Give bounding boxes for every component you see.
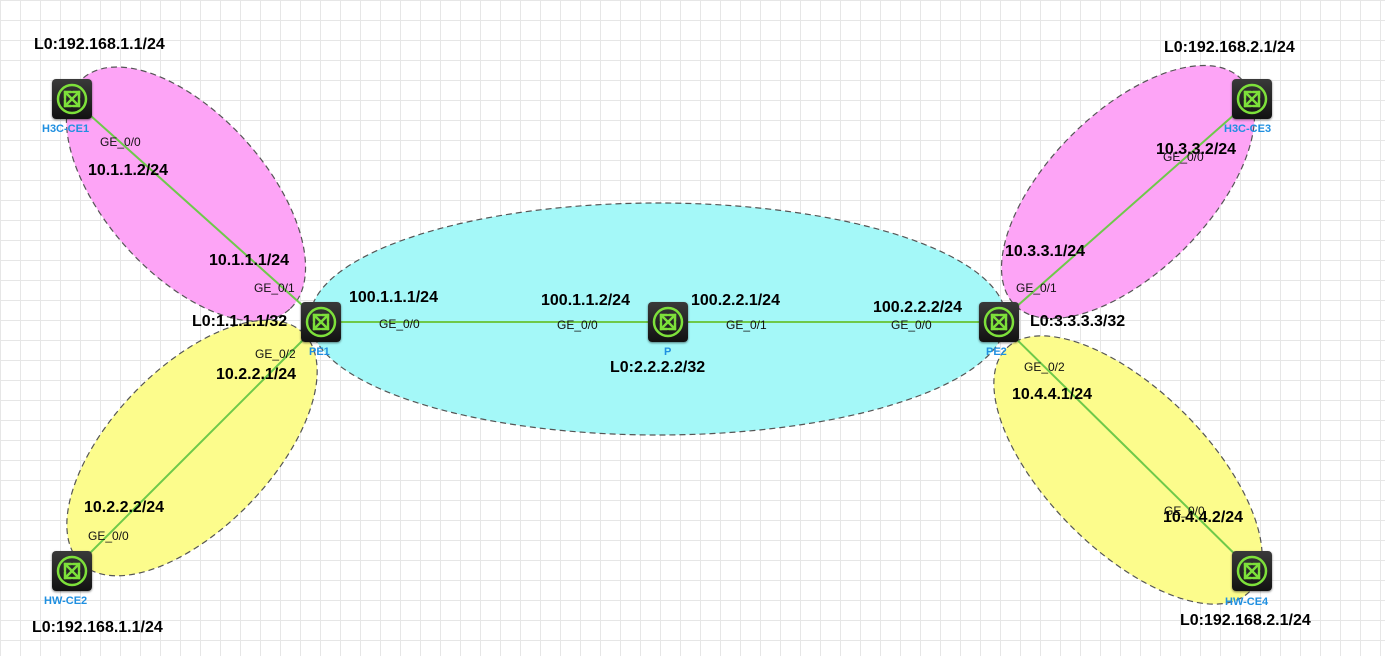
router-icon <box>56 83 88 115</box>
device-label-h3c-ce3: H3C-CE3 <box>1224 123 1272 135</box>
device-label-h3c-ce1: H3C-CE1 <box>42 123 90 135</box>
ip-label-pe2-g0: 100.2.2.2/24 <box>873 299 962 316</box>
ip-label-p-g1: 100.2.2.1/24 <box>691 292 780 309</box>
router-icon <box>305 306 337 338</box>
ip-label-ce2-g0: 10.2.2.2/24 <box>84 499 165 516</box>
device-label-hw-ce4: HW-CE4 <box>1225 596 1269 608</box>
router-icon <box>1236 83 1268 115</box>
router-icon <box>652 306 684 338</box>
router-icon <box>1236 555 1268 587</box>
ip-label-pe1-g2: 10.2.2.1/24 <box>216 366 297 383</box>
area-ce1-pe1 <box>65 66 307 322</box>
device-label-pe2: PE2 <box>986 346 1007 358</box>
device-label-p: P <box>664 346 672 358</box>
ip-label-p-g0: 100.1.1.2/24 <box>541 292 630 309</box>
loopback-label-ce1: L0:192.168.1.1/24 <box>34 36 165 53</box>
router-icon <box>983 306 1015 338</box>
router-icon <box>56 555 88 587</box>
loopback-label-ce3: L0:192.168.2.1/24 <box>1164 39 1295 56</box>
port-label-pe2-g0: GE_0/0 <box>891 318 932 332</box>
router-p[interactable] <box>648 302 688 342</box>
router-hw-ce2[interactable] <box>52 551 92 591</box>
port-label-pe1-g0: GE_0/0 <box>379 317 420 331</box>
router-pe2[interactable] <box>979 302 1019 342</box>
port-label-pe1-g1: GE_0/1 <box>254 281 295 295</box>
loopback-label-pe1: L0:1.1.1.1/32 <box>192 313 288 330</box>
port-label-ce3-g0: GE_0/0 <box>1163 150 1204 164</box>
loopback-label-p: L0:2.2.2.2/32 <box>610 359 706 376</box>
router-h3c-ce3[interactable] <box>1232 79 1272 119</box>
ip-label-ce4-g0: 10.4.4.2/24 <box>1163 509 1244 526</box>
router-pe1[interactable] <box>301 302 341 342</box>
link-ce2-pe1[interactable] <box>71 321 322 572</box>
port-label-pe1-g2: GE_0/2 <box>255 347 296 361</box>
ip-label-pe2-g1: 10.3.3.1/24 <box>1005 243 1086 260</box>
ip-label-ce3-g0: 10.3.3.2/24 <box>1156 141 1237 158</box>
port-label-pe2-g1: GE_0/1 <box>1016 281 1057 295</box>
loopback-label-ce2: L0:192.168.1.1/24 <box>32 619 163 636</box>
port-label-ce4-g0: GE_0/0 <box>1164 504 1205 518</box>
area-ce3-pe2 <box>1000 64 1256 320</box>
loopback-label-pe2: L0:3.3.3.3/32 <box>1030 313 1126 330</box>
router-hw-ce4[interactable] <box>1232 551 1272 591</box>
ip-label-pe2-g2: 10.4.4.1/24 <box>1012 386 1093 403</box>
port-label-ce1-g0: GE_0/0 <box>100 135 141 149</box>
link-pe2-ce3[interactable] <box>998 98 1253 323</box>
port-label-ce2-g0: GE_0/0 <box>88 529 129 543</box>
link-pe2-ce4[interactable] <box>998 321 1253 572</box>
area-ce4-pe2 <box>993 335 1263 605</box>
link-ce1-pe1[interactable] <box>71 98 322 323</box>
loopback-label-ce4: L0:192.168.2.1/24 <box>1180 612 1311 629</box>
device-label-hw-ce2: HW-CE2 <box>44 595 88 607</box>
ip-label-pe1-g1: 10.1.1.1/24 <box>209 252 290 269</box>
ip-label-pe1-g0: 100.1.1.1/24 <box>349 289 438 306</box>
port-label-p-g0: GE_0/0 <box>557 318 598 332</box>
router-h3c-ce1[interactable] <box>52 79 92 119</box>
device-label-pe1: PE1 <box>309 346 330 358</box>
ip-label-ce1-g0: 10.1.1.2/24 <box>88 162 169 179</box>
port-label-p-g1: GE_0/1 <box>726 318 767 332</box>
port-label-pe2-g2: GE_0/2 <box>1024 360 1065 374</box>
